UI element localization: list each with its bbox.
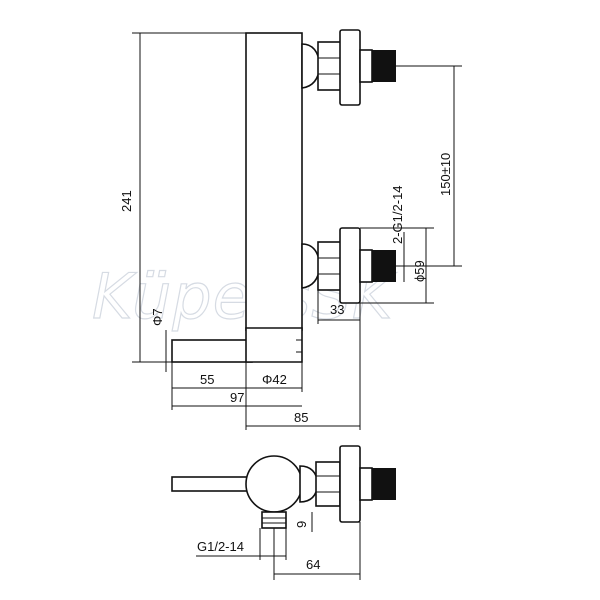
dim-outlet-thread: G1/2-14 bbox=[197, 539, 244, 554]
top-view: G1/2-14 9 64 bbox=[171, 445, 396, 580]
top-nut bbox=[315, 461, 341, 507]
dim-bottom-depth: 64 bbox=[306, 557, 320, 572]
dim-flange-depth: 33 bbox=[330, 302, 344, 317]
control-knob bbox=[245, 327, 303, 363]
lower-inlet-pipe bbox=[359, 249, 373, 283]
dim-lever-length: 55 bbox=[200, 372, 214, 387]
lower-flange bbox=[339, 227, 361, 304]
upper-flange bbox=[339, 29, 361, 106]
lower-nut bbox=[317, 241, 343, 291]
upper-inlet-pipe bbox=[359, 49, 373, 83]
top-flange bbox=[339, 445, 361, 523]
top-body bbox=[245, 455, 303, 513]
lever-handle bbox=[171, 339, 253, 363]
top-lever bbox=[171, 476, 257, 492]
upper-inlet-thread bbox=[372, 50, 396, 82]
dim-body-diameter: Φ42 bbox=[262, 372, 287, 387]
front-view: 241 150±10 2-G1/2-14 ϕ59 33 Φ7 55 Φ42 97 bbox=[119, 29, 462, 430]
lower-inlet-thread bbox=[372, 250, 396, 282]
dim-flange-diameter: ϕ59 bbox=[412, 260, 427, 282]
top-inlet-thread bbox=[372, 468, 396, 500]
dim-inlet-thread: 2-G1/2-14 bbox=[390, 185, 405, 244]
mixer-body bbox=[245, 32, 303, 331]
dim-outlet-offset: 9 bbox=[294, 521, 309, 528]
dim-wall-projection: 85 bbox=[294, 410, 308, 425]
dim-lever-diameter: Φ7 bbox=[150, 308, 165, 326]
upper-nut bbox=[317, 41, 343, 91]
dim-overall-length: 97 bbox=[230, 390, 244, 405]
dim-inlet-spacing: 150±10 bbox=[438, 153, 453, 196]
dim-height-total: 241 bbox=[119, 190, 134, 212]
top-inlet-pipe bbox=[359, 467, 373, 501]
top-outlet bbox=[261, 511, 287, 529]
